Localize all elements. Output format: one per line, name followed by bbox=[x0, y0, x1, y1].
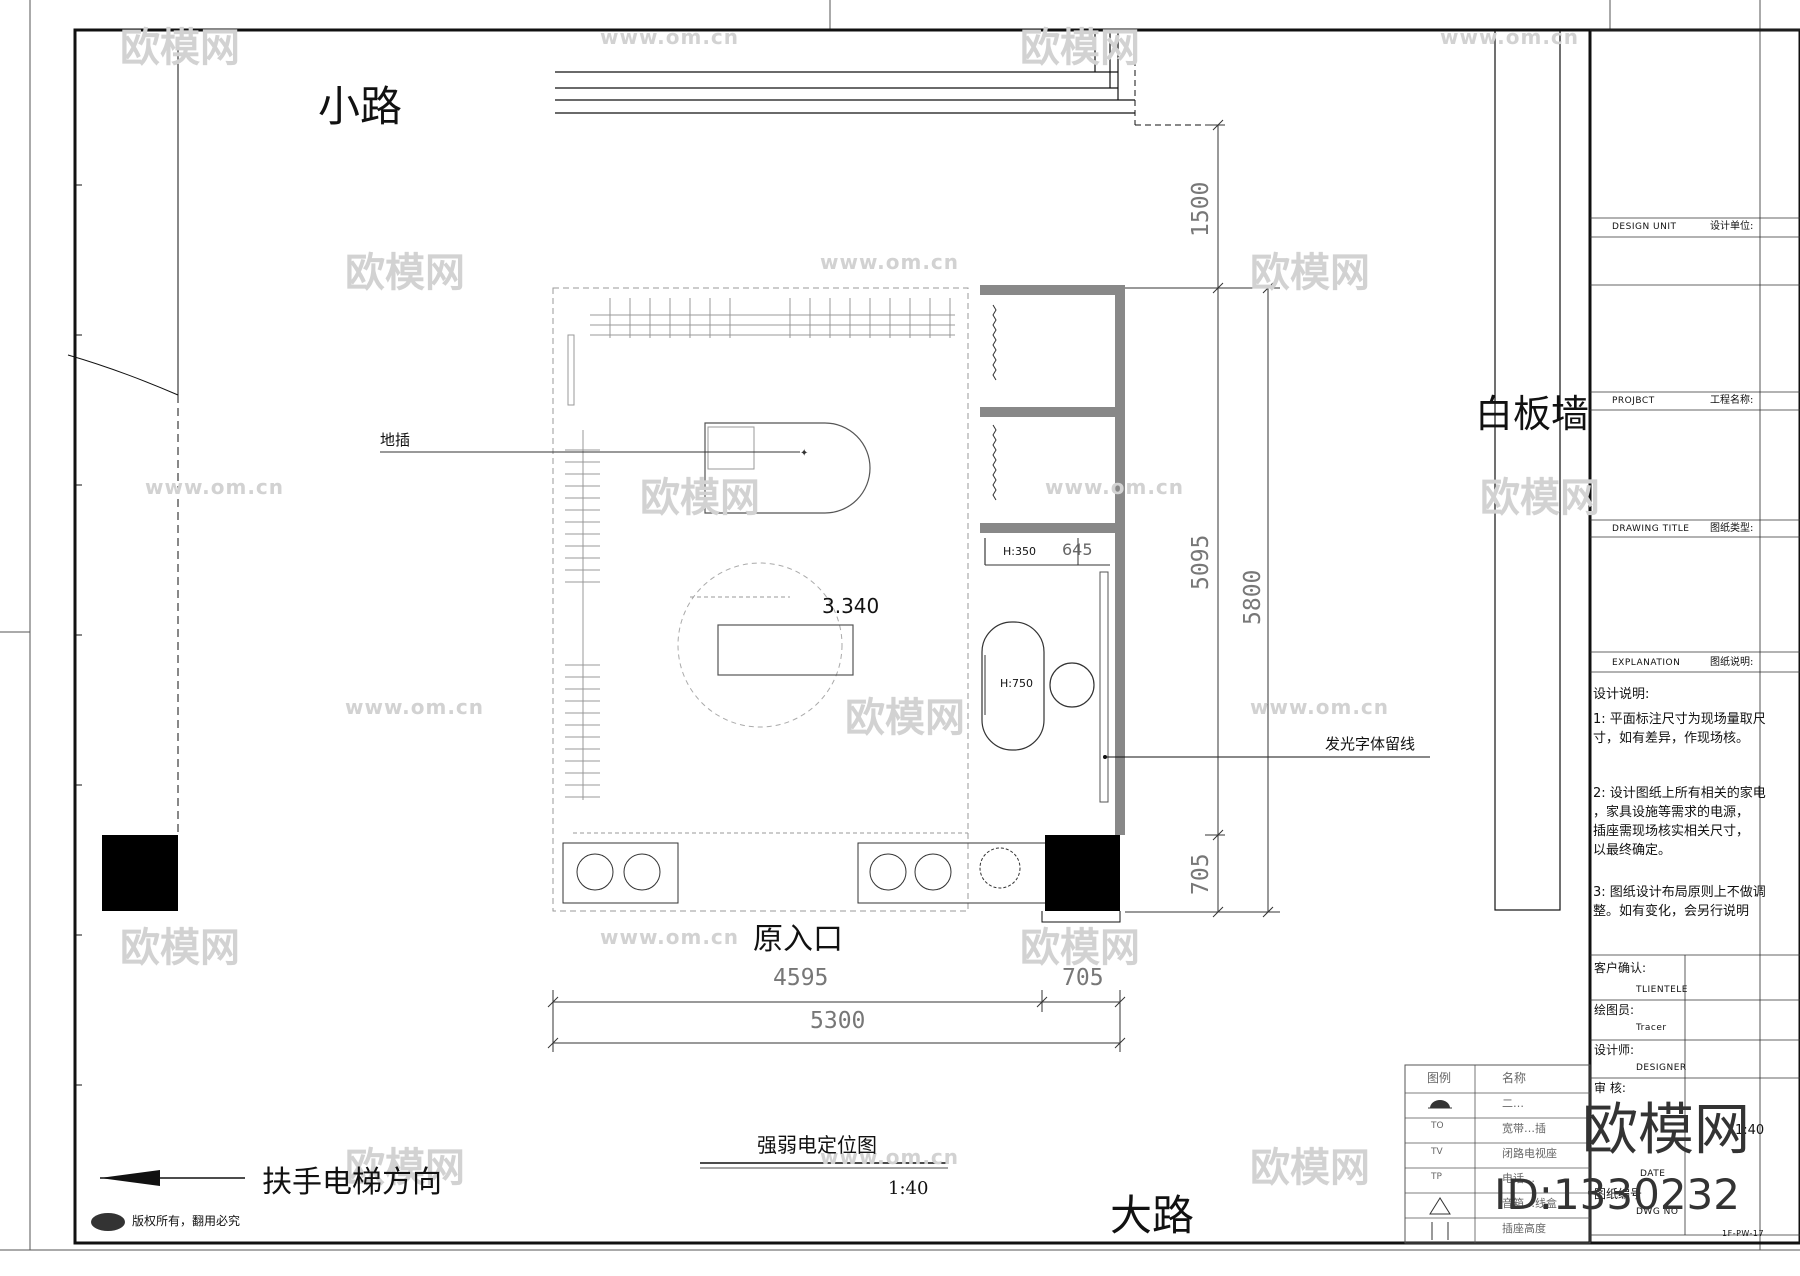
dim-5300: 5300 bbox=[810, 1008, 866, 1034]
watermark-stamp-brand: 欧模网 bbox=[1582, 1098, 1750, 1163]
dim-645: 645 bbox=[1062, 540, 1093, 559]
tb-drawing-title-en: DRAWING TITLE bbox=[1612, 524, 1690, 534]
label-whiteboard-wall: 白板墙 bbox=[1475, 392, 1590, 436]
spot-height: 3.340 bbox=[822, 594, 880, 618]
watermark-url: www.om.cn bbox=[820, 250, 960, 274]
tb-tracer-en: Tracer bbox=[1636, 1023, 1667, 1033]
copyright-text: 版权所有，翻用必究 bbox=[132, 1214, 241, 1228]
watermark-brand: 欧模网 bbox=[1020, 925, 1140, 971]
tb-notes-heading: 设计说明: bbox=[1593, 687, 1650, 702]
tb-client-en: TLIENTELE bbox=[1636, 985, 1688, 995]
label-escalator-direction: 扶手电梯方向 bbox=[262, 1165, 442, 1200]
label-luminous-text-line: 发光字体留线 bbox=[1325, 735, 1416, 753]
dim-5095: 5095 bbox=[1188, 534, 1214, 590]
tb-explanation-cn: 图纸说明: bbox=[1710, 657, 1754, 668]
tb-project-en: PROJBCT bbox=[1612, 396, 1655, 406]
legend-symbol-header: 图例 bbox=[1427, 1071, 1452, 1085]
dim-4595: 4595 bbox=[773, 965, 829, 991]
watermark-url: www.om.cn bbox=[820, 1145, 960, 1169]
legend-row: 音箱…线盒 bbox=[1502, 1197, 1557, 1210]
dim-1500: 1500 bbox=[1188, 181, 1214, 237]
watermark-url: www.om.cn bbox=[600, 25, 740, 49]
watermark-url: www.om.cn bbox=[1440, 25, 1580, 49]
tb-note-3: 3: 图纸设计布局原则上不做调 整。如有变化，会另行说明 bbox=[1593, 885, 1766, 919]
watermark-url: www.om.cn bbox=[1250, 695, 1390, 719]
legend-symbol-tp: TP bbox=[1431, 1172, 1442, 1182]
legend-row: 闭路电视座 bbox=[1502, 1147, 1557, 1160]
watermark-brand: 欧模网 bbox=[1250, 250, 1370, 296]
watermark-stamp-id: ID:1330232 bbox=[1494, 1170, 1740, 1219]
watermark-brand: 欧模网 bbox=[1480, 475, 1600, 521]
tb-scale: 1:40 bbox=[1735, 1123, 1765, 1138]
tb-drawing-no-en: DWG NO bbox=[1636, 1207, 1679, 1217]
dim-705-right: 705 bbox=[1188, 853, 1214, 895]
tb-tracer-cn: 绘图员: bbox=[1594, 1003, 1635, 1017]
column-right bbox=[1045, 835, 1120, 911]
column-left bbox=[102, 835, 178, 911]
tb-drawing-title-cn: 图纸类型: bbox=[1710, 523, 1754, 534]
label-h750: H:750 bbox=[1000, 677, 1033, 690]
dim-705-bottom: 705 bbox=[1062, 965, 1104, 991]
tb-designer-en: DESIGNER bbox=[1636, 1063, 1687, 1073]
legend-symbol-to: TO bbox=[1431, 1121, 1444, 1131]
watermark-brand: 欧模网 bbox=[1250, 1145, 1370, 1191]
svg-text:✦: ✦ bbox=[800, 448, 808, 459]
legend-row: 宽带…插 bbox=[1502, 1122, 1546, 1135]
tb-sheet-code: 1F-PW-17 bbox=[1722, 1229, 1765, 1238]
legend-name-header: 名称 bbox=[1502, 1071, 1527, 1085]
watermark-brand: 欧模网 bbox=[1020, 25, 1140, 71]
watermark-brand: 欧模网 bbox=[845, 695, 965, 741]
label-original-entrance: 原入口 bbox=[753, 922, 843, 957]
tb-project-cn: 工程名称: bbox=[1710, 395, 1754, 406]
watermark-url: www.om.cn bbox=[1045, 475, 1185, 499]
label-floor-socket: 地插 bbox=[380, 431, 411, 449]
dim-5800: 5800 bbox=[1240, 569, 1266, 625]
tb-design-unit-cn: 设计单位: bbox=[1710, 221, 1754, 232]
watermark-brand: 欧模网 bbox=[345, 250, 465, 296]
watermark-url: www.om.cn bbox=[145, 475, 285, 499]
tb-drawing-no-cn: 图纸编号 bbox=[1594, 1187, 1643, 1201]
legend-row: 插座高度 bbox=[1502, 1222, 1546, 1235]
tb-design-unit-en: DESIGN UNIT bbox=[1612, 222, 1677, 232]
watermark-brand: 欧模网 bbox=[345, 1145, 465, 1191]
tb-note-1: 1: 平面标注尺寸为现场量取尺 寸，如有差异，作现场核。 bbox=[1593, 712, 1766, 746]
tb-client-cn: 客户确认: bbox=[1594, 961, 1647, 975]
watermark-url: www.om.cn bbox=[600, 925, 740, 949]
drawing-title: 强弱电定位图 bbox=[757, 1133, 877, 1157]
label-h350: H:350 bbox=[1003, 545, 1036, 558]
drawing-scale: 1:40 bbox=[888, 1178, 929, 1199]
tb-date-en: DATE bbox=[1640, 1169, 1666, 1179]
legend-symbol-tv: TV bbox=[1431, 1147, 1443, 1157]
tb-note-2: 2: 设计图纸上所有相关的家电 ，家具设施等需求的电源， 插座需现场核实相关尺寸… bbox=[1593, 786, 1766, 858]
watermark-brand: 欧模网 bbox=[120, 25, 240, 71]
tb-explanation-en: EXPLANATION bbox=[1612, 658, 1681, 668]
legend-row: 二… bbox=[1502, 1097, 1524, 1110]
tb-review-cn: 审 核: bbox=[1594, 1081, 1626, 1095]
legend-row: 电话… bbox=[1502, 1172, 1535, 1185]
watermark-brand: 欧模网 bbox=[640, 475, 760, 521]
watermark-brand: 欧模网 bbox=[120, 925, 240, 971]
watermark-url: www.om.cn bbox=[345, 695, 485, 719]
label-small-road: 小路 bbox=[318, 82, 403, 131]
label-big-road: 大路 bbox=[1110, 1191, 1195, 1240]
tb-designer-cn: 设计师: bbox=[1594, 1043, 1635, 1057]
